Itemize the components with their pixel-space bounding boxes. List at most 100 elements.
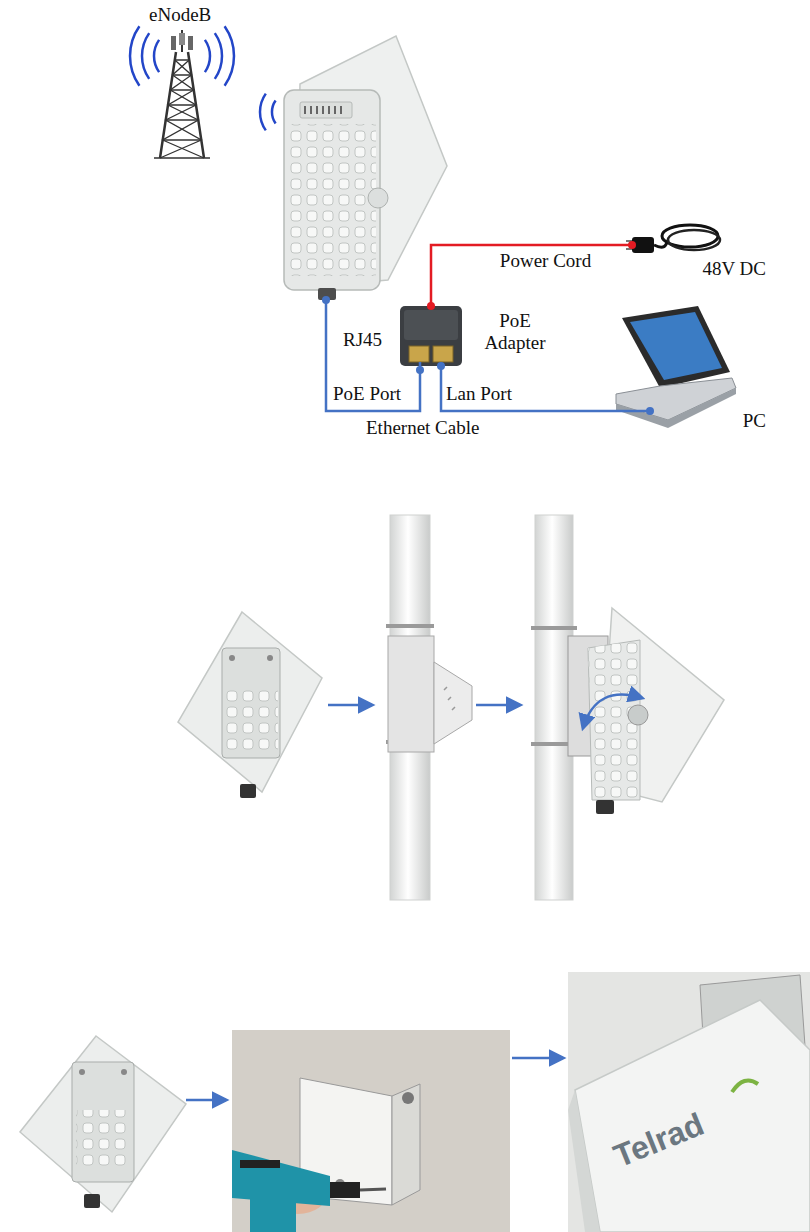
unit-back-view <box>84 1194 100 1208</box>
unit-back-view <box>178 612 322 792</box>
wall-photo <box>360 1189 386 1190</box>
wall-photo <box>250 1198 296 1232</box>
installed-unit-photo <box>568 972 810 1232</box>
node-label: PoE Adapter <box>472 310 558 354</box>
wall-photo <box>232 1030 510 1232</box>
poe-cable <box>416 366 424 374</box>
outdoor-unit <box>284 36 447 300</box>
signal-waves <box>225 26 234 86</box>
unit-back-view <box>20 1036 186 1212</box>
step-arrow <box>186 1099 226 1102</box>
installed-unit-photo <box>568 1090 600 1232</box>
unit-back-view <box>76 1110 130 1166</box>
unit-back-view <box>267 655 273 661</box>
outdoor-unit <box>305 106 341 114</box>
tower-icon <box>154 30 210 158</box>
unit-side-view <box>628 705 648 725</box>
brand-mark: Telrad <box>609 1106 710 1175</box>
power-plug <box>626 225 720 253</box>
signal-waves <box>130 26 276 130</box>
unit-back-view <box>79 1069 85 1075</box>
laptop-icon <box>630 312 722 380</box>
outdoor-unit <box>300 102 352 118</box>
step-arrow <box>476 704 520 707</box>
tower-icon <box>179 33 185 45</box>
pole-bracket <box>386 626 472 752</box>
node-label: PC <box>743 410 766 432</box>
cable-line <box>441 366 650 411</box>
unit-back-view <box>72 1062 134 1182</box>
installed-unit-photo <box>732 1080 758 1092</box>
unit-back-view <box>226 690 278 750</box>
poe-adapter <box>400 306 462 366</box>
signal-waves <box>272 101 276 124</box>
unit-back-view <box>178 612 322 798</box>
signal-waves <box>260 94 266 131</box>
outdoor-unit <box>288 124 376 276</box>
wall-photo <box>232 1030 510 1232</box>
tower-icon <box>188 36 193 50</box>
unit-side-view <box>531 608 724 814</box>
outdoor-unit <box>284 90 380 290</box>
step-arrow <box>512 1057 563 1060</box>
poe-adapter <box>400 306 462 366</box>
poe-cable <box>326 300 420 411</box>
tower-icon <box>154 60 210 158</box>
cable-end-dot <box>628 241 636 249</box>
part-label: Lan Port <box>446 383 512 405</box>
laptop-icon <box>622 306 730 388</box>
tower-icon <box>171 36 176 50</box>
wall-photo <box>402 1092 414 1104</box>
signal-waves <box>205 40 210 72</box>
signal-waves <box>142 33 149 79</box>
pole-bracket <box>388 636 434 752</box>
wall-photo <box>232 1150 330 1206</box>
device-node: PC <box>650 306 772 432</box>
installed-unit-photo <box>568 972 810 1232</box>
poe-adapter <box>409 346 429 362</box>
step-arrow <box>328 704 372 707</box>
node-label: eNodeB <box>149 4 211 26</box>
unit-back-view <box>229 655 235 661</box>
power-plug <box>668 230 720 250</box>
device-node: eNodeB <box>105 4 295 166</box>
poe-adapter <box>404 310 458 340</box>
wall-photo <box>392 1084 420 1205</box>
unit-back-view <box>222 648 280 758</box>
cable-line <box>431 245 632 306</box>
signal-waves <box>154 40 159 72</box>
mounting-pole <box>535 515 573 900</box>
poe-cable <box>322 296 424 411</box>
unit-back-view <box>20 1036 186 1212</box>
pole-bracket <box>444 687 455 710</box>
installed-unit-photo <box>575 1000 810 1232</box>
device-node: 48V DC <box>632 218 772 282</box>
wall-photo <box>330 1182 360 1198</box>
cable-end-dot <box>427 302 435 310</box>
pole-bracket <box>434 662 472 744</box>
cable-end-dot <box>646 407 654 415</box>
unit-back-view <box>240 784 256 798</box>
node-label: 48V DC <box>702 258 766 280</box>
part-label: PoE Port <box>333 383 401 405</box>
part-label: Ethernet Cable <box>366 417 479 439</box>
cable-label: Power Cord <box>498 250 593 272</box>
part-label: RJ45 <box>343 329 382 351</box>
wall-photo <box>240 1160 280 1168</box>
device-node: PoE Adapter <box>400 306 462 366</box>
outdoor-unit <box>368 188 388 208</box>
cable-end-dot <box>437 362 445 370</box>
poe-cable <box>322 296 330 304</box>
unit-side-view <box>583 695 642 728</box>
poe-adapter <box>433 346 453 362</box>
signal-waves <box>130 26 139 86</box>
unit-back-view <box>121 1069 127 1075</box>
signal-waves <box>215 33 222 79</box>
laptop-icon <box>616 388 736 428</box>
unit-side-view <box>596 800 614 814</box>
